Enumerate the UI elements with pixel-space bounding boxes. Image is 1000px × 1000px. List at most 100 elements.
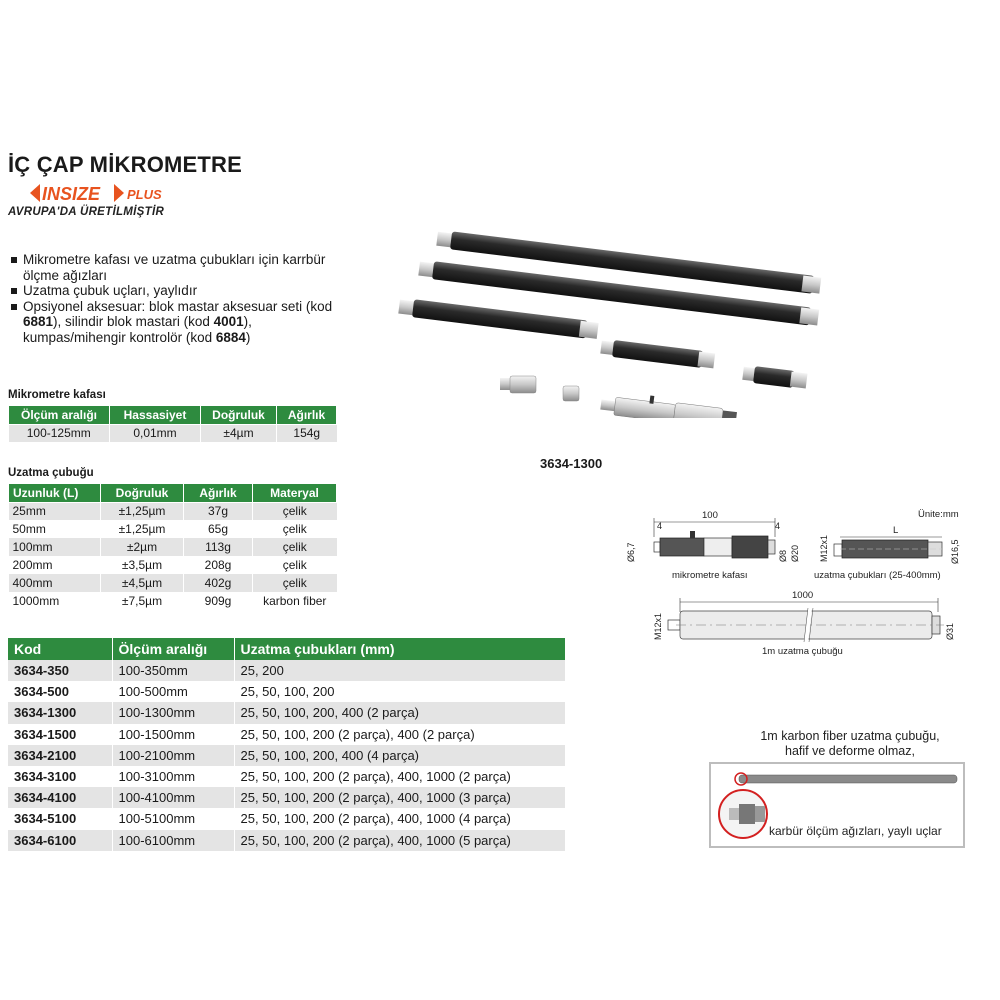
table-cell: çelik [252,556,337,574]
micrometer-head-drawing: 100 4 4 Ø6,7 Ø8 Ø20 mikrometre kafası [626,510,800,581]
rods-cell: 25, 50, 100, 200 (2 parça), 400, 1000 (5… [233,829,565,851]
range-cell: 100-1500mm [111,723,234,745]
table-cell: 113g [183,538,253,556]
table-cell: 25mm [8,502,101,520]
range-cell: 100-350mm [111,660,234,682]
range-cell: 100-500mm [111,681,234,703]
extension-rod-drawing: L M12x1 Ø16,5 uzatma çubukları (25-400mm… [814,525,960,581]
product-model-caption: 3634-1300 [540,456,603,471]
code-cell: 3634-2100 [8,744,112,766]
rods-cell: 25, 50, 100, 200 (2 parça), 400, 1000 (3… [233,787,565,809]
head-length-label: 100 [702,510,718,521]
table-cell: 65g [183,520,253,538]
col-header: Doğruluk [100,484,184,503]
logo-left-arrow [30,184,40,202]
table-row: 400mm ±4,5µm 402g çelik [8,574,337,592]
logo-suffix-text: PLUS [127,187,162,202]
table-cell: ±1,25µm [100,502,184,520]
table-cell: 200mm [8,556,101,574]
rods-cell: 25, 50, 100, 200 (2 parça), 400 (2 parça… [233,723,565,745]
dia-8-label: Ø8 [778,550,788,562]
range-cell: 100-3100mm [111,765,234,788]
logo-right-arrow [114,184,124,202]
dia-165-label: Ø16,5 [950,539,960,564]
table-cell: 0,01mm [109,424,201,442]
dia-20-label: Ø20 [790,545,800,562]
rods-cell: 25, 50, 100, 200 (2 parça), 400, 1000 (4… [233,808,565,830]
code-cell: 3634-350 [8,660,112,682]
logo-brand-text: INSIZE [42,184,101,204]
long-rod-caption: 1m uzatma çubuğu [762,646,843,657]
table-cell: 402g [183,574,253,592]
rod-caption: uzatma çubukları (25-400mm) [814,570,941,581]
fiber-caption-line: 1m karbon fiber uzatma çubuğu, [760,729,940,743]
code-cell: 3634-4100 [8,787,112,809]
table-cell: çelik [252,574,337,592]
extension-rod-long-1 [436,231,822,294]
range-cell: 100-4100mm [111,787,234,809]
fiber-caption-line: hafif ve deforme olmaz, [785,744,915,758]
code-cell: 3634-6100 [8,829,112,851]
table-row: 100-125mm 0,01mm ±4µm 154g [8,424,337,442]
rods-cell: 25, 50, 100, 200 [233,681,565,703]
rods-cell: 25, 50, 100, 200 (2 parça), 400, 1000 (2… [233,765,565,788]
table-cell: 400mm [8,574,101,592]
table-cell: 100-125mm [8,424,110,442]
extension-rod-long-2 [418,261,820,326]
micrometer-head-table: Ölçüm aralığı Hassasiyet Doğruluk Ağırlı… [8,406,337,442]
col-header: Ölçüm aralığı [111,638,234,660]
rods-cell: 25, 50, 100, 200, 400 (2 parça) [233,702,565,724]
table-row: 1000mm ±7,5µm 909g karbon fiber [8,592,337,610]
fiber-rod-illustration [718,772,958,839]
rod-thread-label: M12x1 [819,535,829,562]
table-cell: ±4µm [200,424,277,442]
col-header: Doğruluk [200,406,277,425]
head-offset-left-label: 4 [657,521,662,531]
dia-67-label: Ø6,7 [626,542,636,562]
extension-rod-label: Uzatma çubuğu [8,467,94,479]
table-cell: ±2µm [100,538,184,556]
table-cell: çelik [252,502,337,520]
table-cell: 208g [183,556,253,574]
table-cell: çelik [252,520,337,538]
table-cell: 37g [183,502,253,520]
table-cell: ±1,25µm [100,520,184,538]
head-offset-right-label: 4 [775,521,780,531]
page-title: İÇ ÇAP MİKROMETRE [8,152,243,177]
col-header: Ağırlık [276,406,337,425]
extension-rod-table: Uzunluk (L) Doğruluk Ağırlık Materyal 25… [8,484,337,610]
micrometer-head [600,395,737,418]
coupling-part [500,375,537,394]
col-header: Ölçüm aralığı [8,406,110,425]
col-header: Kod [8,638,112,660]
code-cell: 3634-1300 [8,702,112,724]
extension-rod-short [600,340,716,369]
feature-item: Opsiyonel aksesuar: blok mastar aksesuar… [10,299,340,346]
long-length-label: 1000 [792,590,813,601]
insize-plus-logo: INSIZE PLUS [30,184,162,204]
table-cell: çelik [252,538,337,556]
table-cell: ±3,5µm [100,556,184,574]
extension-rod-medium [398,299,599,339]
table-cell: 50mm [8,520,101,538]
product-codes-table: Kod Ölçüm aralığı Uzatma çubukları (mm) … [8,638,565,851]
made-in-europe: AVRUPA'DA ÜRETİLMİŞTİR [8,206,165,218]
table-cell: 1000mm [8,592,101,610]
code-cell: 3634-5100 [8,808,112,830]
product-photo [398,231,822,418]
feature-item: Mikrometre kafası ve uzatma çubukları iç… [10,252,340,283]
rods-cell: 25, 200 [233,660,565,682]
table-cell: 154g [276,424,337,442]
table-cell: karbon fiber [252,592,337,610]
range-cell: 100-6100mm [111,829,234,851]
code-cell: 3634-3100 [8,765,112,788]
fiber-label: karbür ölçüm ağızları, yaylı uçlar [769,824,942,838]
fiber-caption: 1m karbon fiber uzatma çubuğu, hafif ve … [720,729,980,759]
